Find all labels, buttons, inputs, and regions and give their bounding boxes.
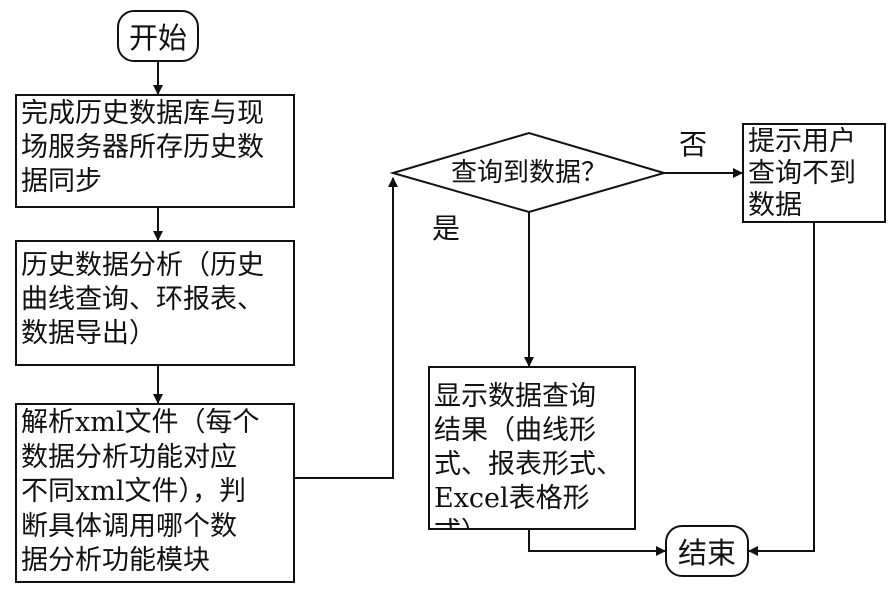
analysis-step-box: 历史数据分析（历史 曲线查询、环报表、 数据导出） [15,240,295,366]
result-step-box: 显示数据查询 结果（曲线形 式、报表形式、 Excel表格形式） [428,366,636,530]
decision-question: 查询到数据？ [450,158,607,188]
arrow-no-data-to-end [748,223,815,556]
sync-step-box: 完成历史数据库与现 场服务器所存历史数 据同步 [15,94,295,208]
arrow-parse-to-decision [295,177,398,479]
edge-label-yes: 是 [432,212,461,245]
end-node-label: 结束 [677,536,736,570]
parse-step-box: 解析xml文件（每个 数据分析功能对应 不同xml文件），判 断具体调用哪个数 … [15,403,295,583]
end-node: 结束 [665,525,749,577]
start-node-label: 开始 [128,21,187,55]
edge-label-no: 否 [679,128,708,161]
start-node: 开始 [117,10,199,62]
arrow-result-to-end [528,530,666,556]
no-data-step-box: 提示用户 查询不到 数据 [742,123,886,223]
decision-diamond [389,131,668,214]
